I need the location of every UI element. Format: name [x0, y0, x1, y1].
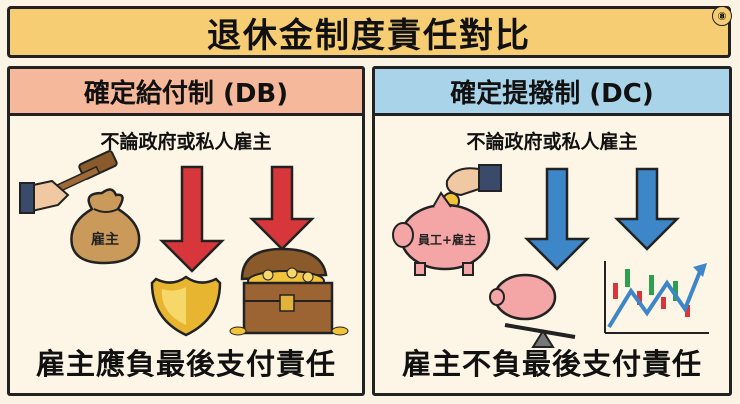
shield-icon	[150, 275, 222, 337]
treasure-chest-icon	[229, 247, 349, 336]
db-header: 確定給付制 (DB)	[10, 69, 362, 116]
arrow-down-icon	[158, 165, 226, 273]
dc-header: 確定提撥制 (DC)	[375, 69, 729, 116]
seesaw-piggy-icon	[489, 273, 576, 348]
db-panel: 確定給付制 (DB) 不論政府或私人雇主 雇主	[7, 66, 365, 396]
arrow-down-icon	[523, 167, 591, 271]
title-banner: 退休金制度責任對比	[7, 6, 731, 58]
dc-footer: 雇主不負最後支付責任	[401, 347, 702, 381]
pig-label: 員工+雇主	[417, 232, 476, 247]
money-bag-icon: 雇主	[70, 188, 141, 265]
arrow-down-icon	[613, 167, 681, 251]
stock-chart-icon	[604, 261, 709, 334]
coin-hand-icon	[442, 164, 502, 210]
dc-illustration: 員工+雇主	[392, 164, 709, 348]
piggy-bank-icon: 員工+雇主	[392, 191, 491, 276]
dc-panel: 確定提撥制 (DC) 不論政府或私人雇主 員工+雇主	[372, 66, 732, 396]
db-illustration: 雇主	[19, 150, 349, 337]
arrow-down-icon	[248, 165, 316, 251]
db-footer: 雇主應負最後支付責任	[35, 347, 336, 381]
bag-label: 雇主	[91, 231, 119, 248]
db-subtitle: 不論政府或私人雇主	[100, 131, 272, 153]
gavel-icon	[19, 150, 118, 214]
page-title: 退休金制度責任對比	[207, 15, 531, 56]
number-badge: ⑧	[712, 6, 732, 26]
dc-subtitle: 不論政府或私人雇主	[466, 131, 638, 153]
